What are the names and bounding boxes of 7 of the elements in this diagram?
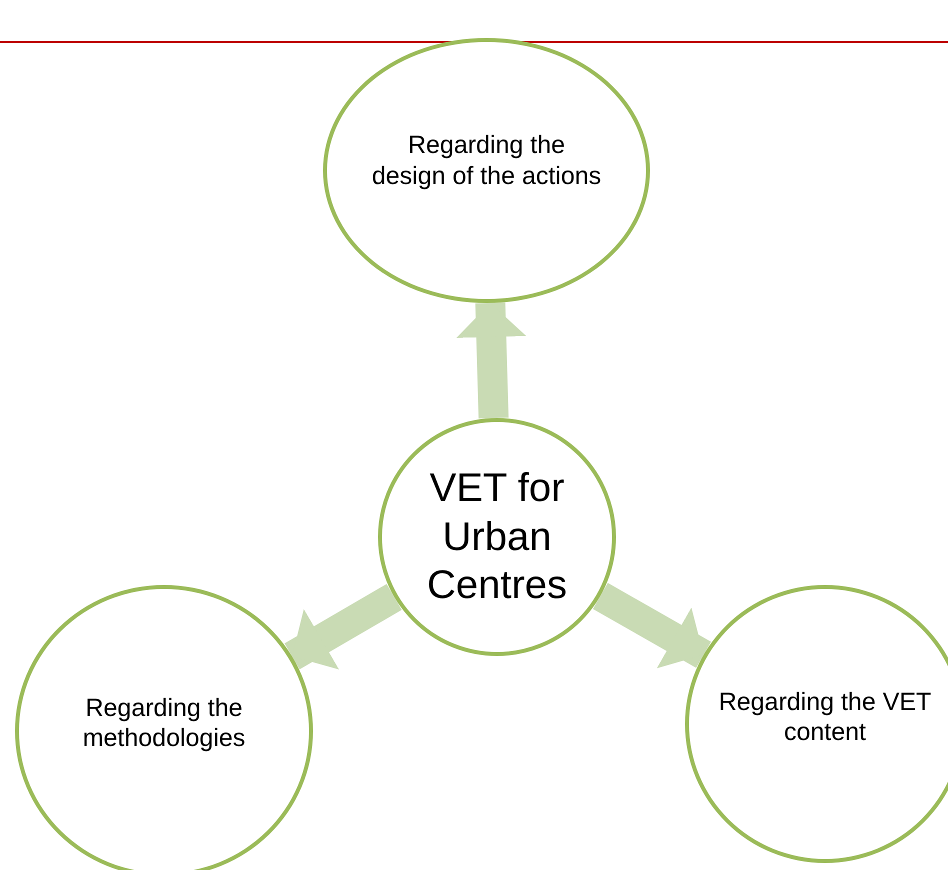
block-arrow	[456, 302, 526, 418]
node-label: Regarding the VET content	[718, 686, 932, 748]
node-label: Regarding the methodologies	[82, 692, 246, 754]
node-label: VET for Urban Centres	[426, 464, 568, 610]
block-arrow	[284, 584, 402, 670]
block-arrow	[592, 582, 712, 668]
node-label: Regarding the design of the actions	[372, 130, 602, 191]
